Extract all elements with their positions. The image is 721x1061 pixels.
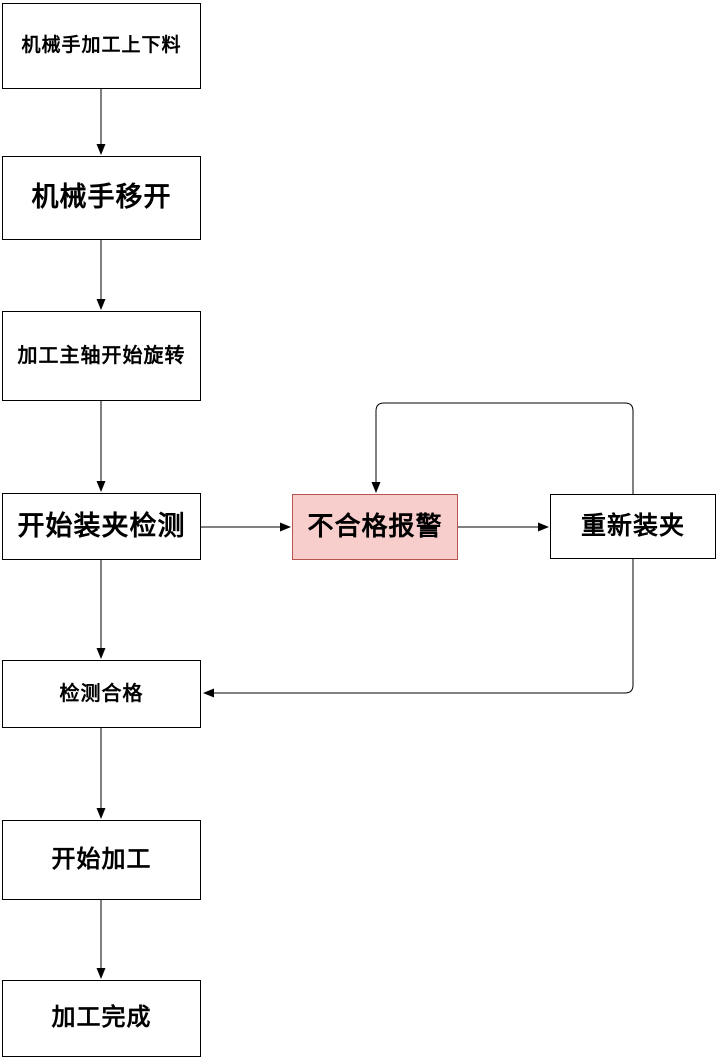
node-move-away: 机械手移开 bbox=[2, 156, 201, 240]
node-reclamp: 重新装夹 bbox=[550, 494, 716, 559]
edge-reclamp-to-pass bbox=[203, 559, 634, 698]
node-start-machining: 开始加工 bbox=[2, 820, 201, 900]
node-clamp-check: 开始装夹检测 bbox=[2, 493, 201, 560]
node-load: 机械手加工上下料 bbox=[2, 3, 201, 89]
node-machining-done: 加工完成 bbox=[2, 980, 201, 1057]
node-check-pass: 检测合格 bbox=[2, 660, 201, 728]
node-spindle-rotate: 加工主轴开始旋转 bbox=[2, 311, 201, 401]
node-fail-alarm: 不合格报警 bbox=[292, 494, 458, 560]
edge-reclamp-loop-to-alarm bbox=[371, 402, 634, 494]
